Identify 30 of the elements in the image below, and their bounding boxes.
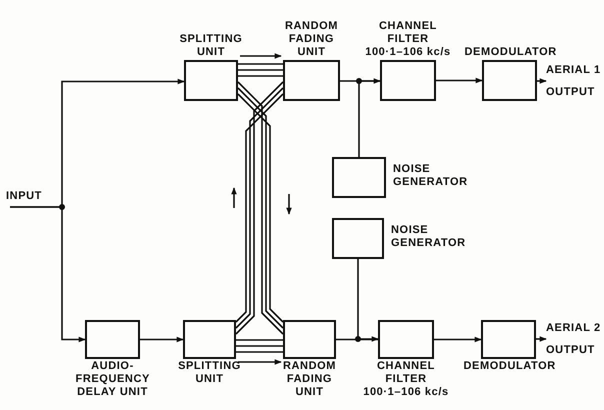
arrow: [358, 78, 381, 157]
arrow: [536, 336, 547, 342]
block-label: CHANNEL FILTER: [378, 20, 438, 46]
block-label: AUDIO-FREQUENCY DELAY UNIT: [76, 360, 150, 399]
block-label: NOISE GENERATOR: [393, 163, 469, 189]
arrow: [537, 78, 547, 84]
block-label: SPLITTING UNIT: [179, 33, 243, 59]
wire-bundle: [235, 339, 284, 353]
block-label: DEMODULATOR: [464, 46, 554, 59]
block-label: AERIAL 1: [546, 64, 602, 77]
block-label: SPLITTING UNIT: [178, 360, 242, 386]
block-label: CHANNEL FILTER: [376, 360, 436, 386]
block-label: RANDOM FADING UNIT: [282, 360, 338, 399]
arrow: [140, 336, 184, 342]
block-label: 100·1–106 kc/s: [364, 46, 452, 59]
block-label: OUTPUT: [546, 86, 596, 99]
block-label: OUTPUT: [546, 344, 596, 357]
arrow: [10, 206, 86, 342]
block-label: AERIAL 2: [546, 322, 602, 335]
block-label: RANDOM FADING UNIT: [284, 20, 340, 59]
wire-bundle: [237, 63, 284, 77]
arrow: [434, 336, 482, 342]
block-label: NOISE GENERATOR: [391, 224, 467, 250]
block-label: DEMODULATOR: [464, 360, 554, 373]
arrow: [238, 359, 282, 365]
block-label: INPUT: [6, 190, 43, 203]
arrow: [357, 259, 379, 342]
arrow: [436, 78, 483, 84]
arrow: [240, 53, 282, 59]
block-label: 100·1–106 kc/s: [362, 386, 450, 399]
